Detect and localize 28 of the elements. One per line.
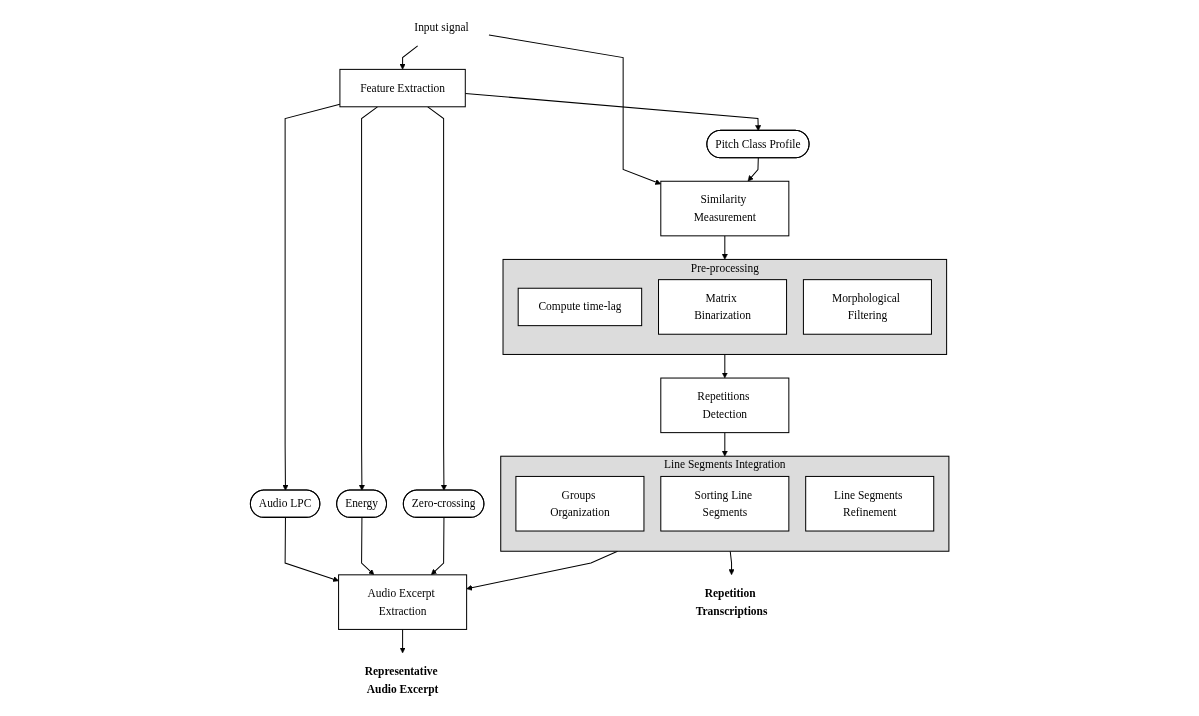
arrow — [721, 432, 728, 457]
node-box: Groups Organization — [515, 475, 645, 532]
node-box: Repetitions Detection — [660, 377, 790, 434]
node-box: Sorting Line Segments — [660, 475, 790, 532]
node-text: Input signal — [414, 20, 469, 34]
node-box: Matrix Binarization — [657, 279, 787, 335]
node-text: Repetition Transcriptions — [695, 586, 768, 617]
arrow — [466, 550, 618, 591]
node-text: Representative Audio Excerpt — [364, 665, 439, 696]
arrow — [488, 34, 661, 185]
arrow — [747, 157, 759, 182]
node-box: Similarity Measurement — [660, 180, 790, 237]
arrow — [399, 45, 418, 70]
arrow — [358, 106, 378, 491]
node-box: Line Segments Refinement — [805, 475, 935, 532]
arrow — [282, 103, 341, 491]
node-box: Audio Excerpt Extraction — [337, 574, 467, 630]
arrow — [284, 517, 339, 582]
node-box: Compute time-lag — [517, 287, 642, 327]
node-box: Morphological Filtering — [802, 279, 932, 335]
arrow — [721, 235, 728, 260]
arrow — [360, 517, 375, 576]
arrow — [427, 106, 447, 491]
arrow — [728, 550, 735, 576]
arrow — [430, 517, 445, 576]
node-box: Feature Extraction — [339, 68, 466, 108]
arrow — [721, 353, 728, 379]
arrow — [399, 628, 406, 654]
